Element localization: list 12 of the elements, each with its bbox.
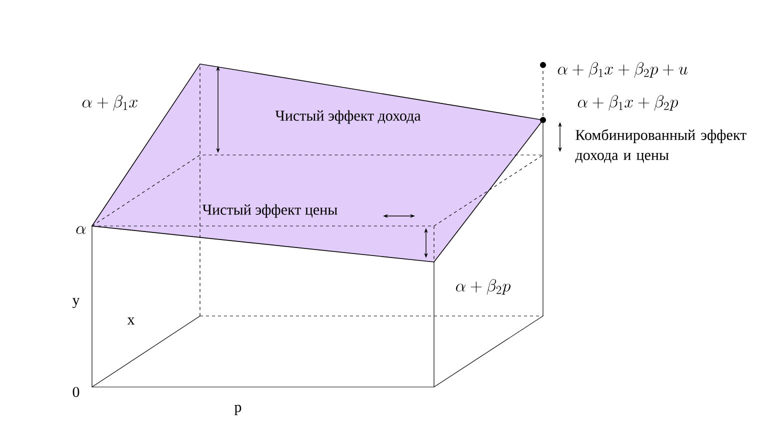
formula-label: $\alpha$ [76,226,86,234]
formula-label: $\alpha + \beta_2 p$ [456,279,510,295]
formula-label: $\alpha + \beta_1 x + \beta_2 p$ [578,95,678,111]
effect-label: Чистый эффект цены [202,204,338,218]
effect-label: Чистый эффект дохода [275,110,421,124]
axis-label: 0 [72,386,80,398]
axis-label: p [234,404,242,416]
formula-label: $\alpha + \beta_1 x$ [82,95,138,111]
formula-label: $\alpha + \beta_1 x + \beta_2 p + u$ [558,62,688,78]
axis-label: y [72,298,80,308]
effect-label: Комбинированный эффект дохода и цены [575,129,746,163]
axis-label: x [127,318,135,324]
